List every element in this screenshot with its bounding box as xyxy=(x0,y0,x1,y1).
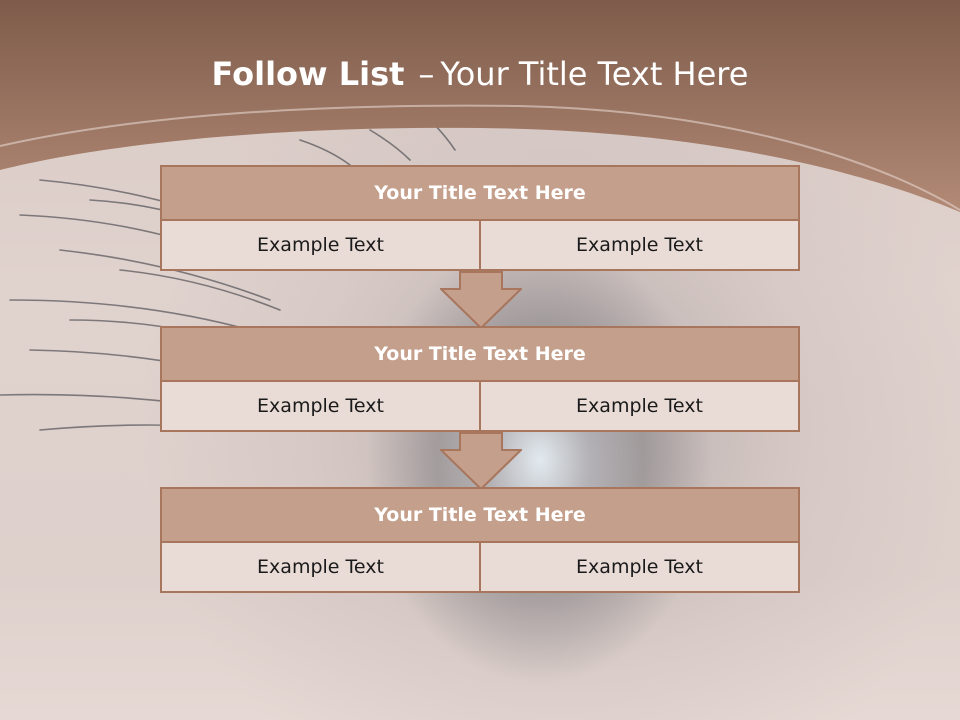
slide-title-rest: Your Title Text Here xyxy=(440,55,749,93)
block-cell-left: Example Text xyxy=(160,382,481,432)
slide-title-bold: Follow List xyxy=(211,55,405,93)
block-title: Your Title Text Here xyxy=(160,165,800,221)
down-arrow-icon xyxy=(440,432,522,490)
title-header-band xyxy=(0,0,960,212)
block-row: Example Text Example Text xyxy=(160,382,800,432)
block-row: Example Text Example Text xyxy=(160,221,800,271)
block-cell-left: Example Text xyxy=(160,543,481,593)
block-title: Your Title Text Here xyxy=(160,326,800,382)
block-cell-left: Example Text xyxy=(160,221,481,271)
slide-title-dash: – xyxy=(418,55,435,93)
block-cell-right: Example Text xyxy=(481,543,800,593)
list-block-2: Your Title Text Here Example Text Exampl… xyxy=(160,326,800,432)
block-row: Example Text Example Text xyxy=(160,543,800,593)
block-cell-right: Example Text xyxy=(481,382,800,432)
list-block-1: Your Title Text Here Example Text Exampl… xyxy=(160,165,800,271)
slide-title: Follow List–Your Title Text Here xyxy=(0,55,960,93)
block-title: Your Title Text Here xyxy=(160,487,800,543)
block-cell-right: Example Text xyxy=(481,221,800,271)
down-arrow-icon xyxy=(440,271,522,329)
list-block-3: Your Title Text Here Example Text Exampl… xyxy=(160,487,800,593)
